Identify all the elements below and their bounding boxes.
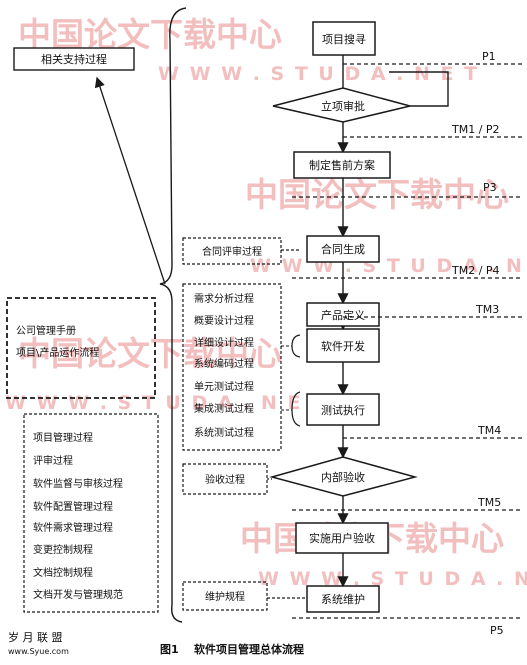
- node-contract-label: 合同生成: [321, 242, 365, 256]
- site-logo: 岁 月 联 盟 www.Syue.com: [8, 630, 69, 656]
- contract-review-box: 合同评审过程: [182, 237, 300, 265]
- decision-approval: [272, 87, 411, 123]
- node-product-definition: [306, 302, 380, 327]
- mgmt-process-7: 文档开发与管理规范: [33, 588, 123, 601]
- support-arrow: [94, 76, 166, 285]
- acceptance-process-label: 验收过程: [205, 473, 245, 486]
- mgmt-process-1: 评审过程: [33, 454, 73, 467]
- watermark-url-1: W W W . S T U D A . N E T: [158, 63, 479, 85]
- dev-processes-box: 需求分析过程 概要设计过程 详细设计过程 系统编码过程 单元测试过程 集成测试过…: [182, 283, 301, 451]
- node-system-maintenance-label: 系统维护: [321, 592, 365, 606]
- mgmt-process-5: 变更控制规程: [33, 543, 93, 556]
- dev-process-3: 系统编码过程: [194, 357, 254, 370]
- dev-process-5: 集成测试过程: [194, 402, 254, 415]
- maintenance-spec-label: 维护规程: [205, 590, 245, 603]
- company-manual-0: 公司管理手册: [16, 324, 76, 337]
- node-user-acceptance: [295, 522, 389, 554]
- site-logo-cn: 岁 月 联 盟: [8, 630, 63, 644]
- main-process-nodes: 项目搜寻 立项审批 制定售前方案 合同生成 产品定义 软件开发 测试执行 内部验…: [269, 21, 418, 613]
- decision-internal-acceptance: [269, 456, 418, 497]
- node-contract: [306, 235, 380, 263]
- node-presale-plan: [293, 151, 391, 179]
- dev-process-6: 系统测试过程: [194, 426, 254, 439]
- dev-process-1: 概要设计过程: [194, 314, 254, 327]
- management-processes-box: 项目管理过程 评审过程 软件监督与审核过程 软件配置管理过程 软件需求管理过程 …: [23, 413, 159, 613]
- support-brace: [159, 7, 187, 623]
- node-project-search-label: 项目搜寻: [322, 32, 366, 46]
- mgmt-process-6: 文档控制规程: [33, 566, 93, 579]
- site-logo-url: www.Syue.com: [8, 647, 69, 656]
- dev-process-4: 单元测试过程: [194, 380, 254, 393]
- mgmt-process-3: 软件配置管理过程: [33, 500, 113, 513]
- figure-caption: 图1 软件项目管理总体流程: [160, 642, 304, 656]
- milestone-p5: P5: [490, 624, 504, 637]
- watermark-url-4: W W W . S T U D A . N E T: [258, 568, 527, 590]
- dev-process-0: 需求分析过程: [194, 292, 254, 305]
- contract-review-label: 合同评审过程: [202, 245, 262, 258]
- milestone-p3: P3: [483, 181, 497, 194]
- node-user-acceptance-label: 实施用户验收: [309, 531, 375, 545]
- mgmt-process-2: 软件监督与审核过程: [33, 477, 123, 490]
- node-software-dev: [306, 328, 380, 363]
- node-software-dev-label: 软件开发: [321, 339, 365, 353]
- watermark-cn-2: 中国论文下载中心: [245, 175, 509, 214]
- node-test-execution: [306, 393, 380, 426]
- milestone-labels: P1 TM1 / P2 P3 TM2 / P4 TM3 TM4 TM5 P5: [451, 50, 504, 637]
- watermark-cn-3: 中国论文下载中心: [18, 334, 282, 373]
- node-system-maintenance: [306, 585, 380, 613]
- dev-process-2: 详细设计过程: [194, 336, 254, 349]
- related-support-box: 相关支持过程: [13, 47, 135, 71]
- milestone-p1: P1: [482, 50, 496, 63]
- related-support-label: 相关支持过程: [41, 52, 107, 66]
- node-presale-plan-label: 制定售前方案: [309, 158, 375, 172]
- milestone-tm2-p4: TM2 / P4: [451, 264, 500, 277]
- maintenance-spec-box: 维护规程: [182, 581, 307, 611]
- company-manual-box: 公司管理手册 项目\产品运作流程: [6, 297, 156, 399]
- watermark-layer: 中国论文下载中心 W W W . S T U D A . N E T 中国论文下…: [5, 15, 527, 590]
- milestone-tm3: TM3: [475, 303, 499, 316]
- mgmt-process-4: 软件需求管理过程: [33, 521, 113, 534]
- decision-internal-acceptance-label: 内部验收: [321, 470, 365, 484]
- node-product-definition-label: 产品定义: [321, 308, 365, 322]
- milestone-lines: [292, 63, 522, 619]
- node-test-execution-label: 测试执行: [321, 403, 365, 417]
- mgmt-process-0: 项目管理过程: [33, 431, 93, 444]
- watermark-url-3: W W W . S T U D A . N E T: [5, 392, 326, 414]
- company-manual-1: 项目\产品运作流程: [16, 346, 99, 359]
- acceptance-process-box: 验收过程: [182, 463, 272, 495]
- decision-approval-label: 立项审批: [321, 99, 365, 113]
- node-project-search: [312, 21, 376, 56]
- milestone-tm1-p2: TM1 / P2: [451, 123, 500, 136]
- milestone-tm5: TM5: [477, 496, 501, 509]
- milestone-tm4: TM4: [477, 424, 501, 437]
